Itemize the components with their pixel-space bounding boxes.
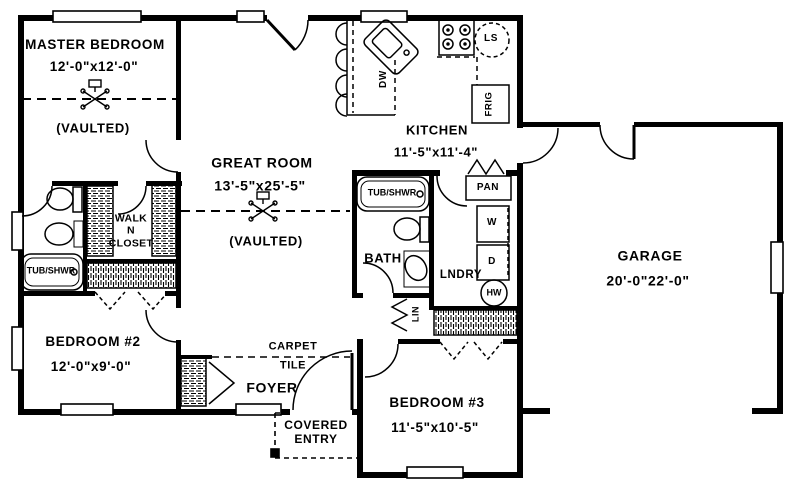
great-room-label: GREAT ROOM [211, 154, 313, 171]
kitchen-fixtures [335, 19, 510, 124]
pantry-label: PAN [476, 182, 500, 194]
garage-service-door [599, 124, 636, 160]
master-bedroom-dims: 12'-0"x12'-0" [49, 59, 139, 75]
refrigerator [471, 84, 510, 124]
laundry-label: LNDRY [439, 269, 483, 282]
main-tub-shwr-label: TUB/SHWR [367, 187, 417, 198]
window-garage [770, 241, 784, 294]
main-tub-shower [356, 176, 430, 212]
walkin-closet-rod-right [151, 183, 177, 257]
bedroom3-door [364, 343, 399, 378]
bedroom3-dims: 11'-5"x10'-5" [391, 420, 479, 436]
great-room-vaulted-note: (VAULTED) [229, 233, 303, 249]
pantry-bifold-door [467, 158, 505, 176]
water-heater-label: HW [486, 287, 502, 298]
pantry-cabinet [465, 175, 512, 201]
walkin-closet-rod-left [86, 185, 114, 257]
walk-in-closet-label: WALK N CLOSET [108, 212, 154, 250]
laundry-garage-door [522, 127, 559, 164]
bar-stools [335, 22, 348, 117]
bath-laundry-fixtures [20, 175, 512, 307]
master-bedroom-label: MASTER BEDROOM [25, 37, 165, 53]
foyer-closet-bifold-door [208, 361, 236, 405]
bedroom2-closet [86, 262, 177, 289]
bedroom2-dims: 12'-0"x9'-0" [50, 359, 132, 375]
bedroom3-label: BEDROOM #3 [389, 395, 485, 411]
bedroom2-closet-doors [94, 291, 169, 311]
linen-label: LIN [410, 305, 421, 323]
master-sink [44, 220, 84, 248]
covered-entry-label: COVERED ENTRY [284, 417, 348, 446]
master-tub-shower [20, 253, 84, 291]
closets [86, 183, 518, 407]
foyer-label: FOYER [246, 379, 298, 396]
garage-label: GARAGE [617, 247, 683, 264]
bedroom2-door [145, 309, 179, 343]
porch-post [270, 448, 280, 458]
kitchen-dims: 11'-5"x11'-4" [393, 144, 479, 160]
ceiling-fan-icon [248, 191, 278, 222]
lazy-susan [474, 22, 510, 58]
lazy-susan-label: LS [484, 33, 498, 45]
window-bedroom2 [60, 403, 114, 416]
main-sink [403, 250, 432, 288]
tile-label: TILE [279, 359, 307, 372]
fridge-label: FRIG [483, 91, 495, 117]
bedroom3-closet [433, 309, 518, 336]
windows [11, 10, 784, 479]
dryer-label: D [488, 256, 496, 268]
washer-label: W [486, 217, 498, 229]
window-master-bath [11, 211, 24, 251]
foyer-coat-closet [180, 357, 207, 407]
window-bedroom3 [406, 466, 464, 479]
kitchen-label: KITCHEN [406, 122, 468, 138]
dishwasher-label: DW [378, 70, 390, 88]
window-greatroom [236, 10, 265, 23]
bath-label: BATH [364, 250, 402, 266]
kitchen-sink [363, 19, 419, 75]
bedroom3-closet-doors [439, 341, 503, 361]
master-tub-shwr-label: TUB/SHWR [26, 265, 76, 276]
bath-door [362, 262, 394, 294]
water-heater [480, 279, 508, 307]
ceiling-break-lines [22, 98, 350, 358]
ceiling-fan-icon [80, 79, 110, 110]
window-kitchen [360, 10, 408, 23]
window-bedroom2-side [11, 326, 24, 371]
stove [438, 19, 475, 56]
bedroom2-label: BEDROOM #2 [45, 334, 141, 350]
rear-door [265, 18, 309, 52]
linen-bifold-door [390, 298, 409, 332]
front-door [292, 350, 354, 411]
garage-dims: 20'-0"22'-0" [606, 272, 690, 289]
master-toilet [46, 186, 83, 213]
covered-entry-outline [270, 412, 357, 459]
master-vaulted-note: (VAULTED) [56, 120, 130, 136]
great-room-dims: 13'-5"x25'-5" [214, 177, 306, 194]
master-bedroom-door [145, 139, 179, 173]
window-master [52, 10, 142, 23]
carpet-label: CARPET [268, 340, 318, 353]
washer [476, 205, 510, 243]
walkin-closet-door [117, 185, 147, 215]
kitchen-laundry-door [436, 175, 468, 207]
window-foyer [235, 403, 282, 416]
main-toilet [393, 216, 430, 243]
